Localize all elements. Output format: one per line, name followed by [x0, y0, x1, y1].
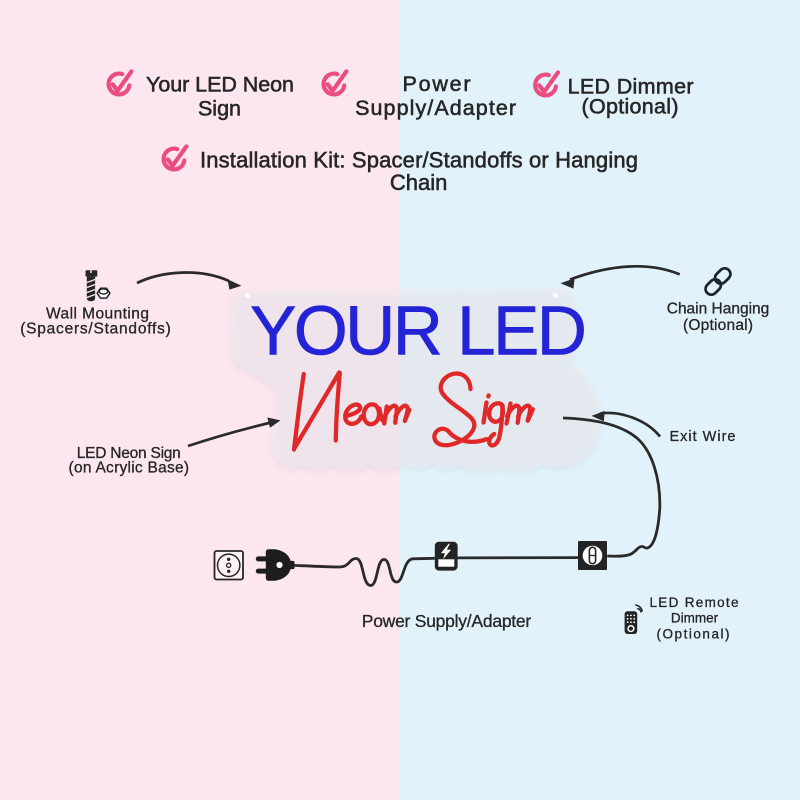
svg-text:LED Remote: LED Remote [650, 595, 739, 610]
svg-text:Sign: Sign [198, 97, 241, 121]
svg-text:(Optional): (Optional) [582, 95, 679, 119]
svg-text:(on Acrylic Base): (on Acrylic Base) [69, 460, 190, 477]
svg-text:Supply/Adapter: Supply/Adapter [355, 96, 516, 120]
svg-text:Dimmer: Dimmer [671, 611, 719, 626]
svg-text:LED Dimmer: LED Dimmer [568, 75, 694, 99]
svg-text:LED Neon Sign: LED Neon Sign [77, 445, 181, 462]
svg-text:Wall Mounting: Wall Mounting [46, 306, 149, 323]
svg-text:Exit Wire: Exit Wire [670, 429, 736, 445]
svg-text:Chain: Chain [390, 170, 447, 195]
svg-text:Chain Hanging: Chain Hanging [667, 301, 770, 318]
svg-text:YOUR LED: YOUR LED [250, 292, 587, 370]
svg-text:Power Supply/Adapter: Power Supply/Adapter [362, 611, 532, 631]
svg-text:Power: Power [403, 72, 471, 96]
svg-text:(Optional): (Optional) [683, 317, 753, 334]
svg-text:Your LED Neon: Your LED Neon [146, 73, 294, 97]
svg-text:Installation Kit: Spacer/Stand: Installation Kit: Spacer/Standoffs or Ha… [200, 148, 638, 173]
svg-text:(Optional): (Optional) [657, 627, 730, 642]
svg-text:(Spacers/Standoffs): (Spacers/Standoffs) [20, 321, 171, 338]
